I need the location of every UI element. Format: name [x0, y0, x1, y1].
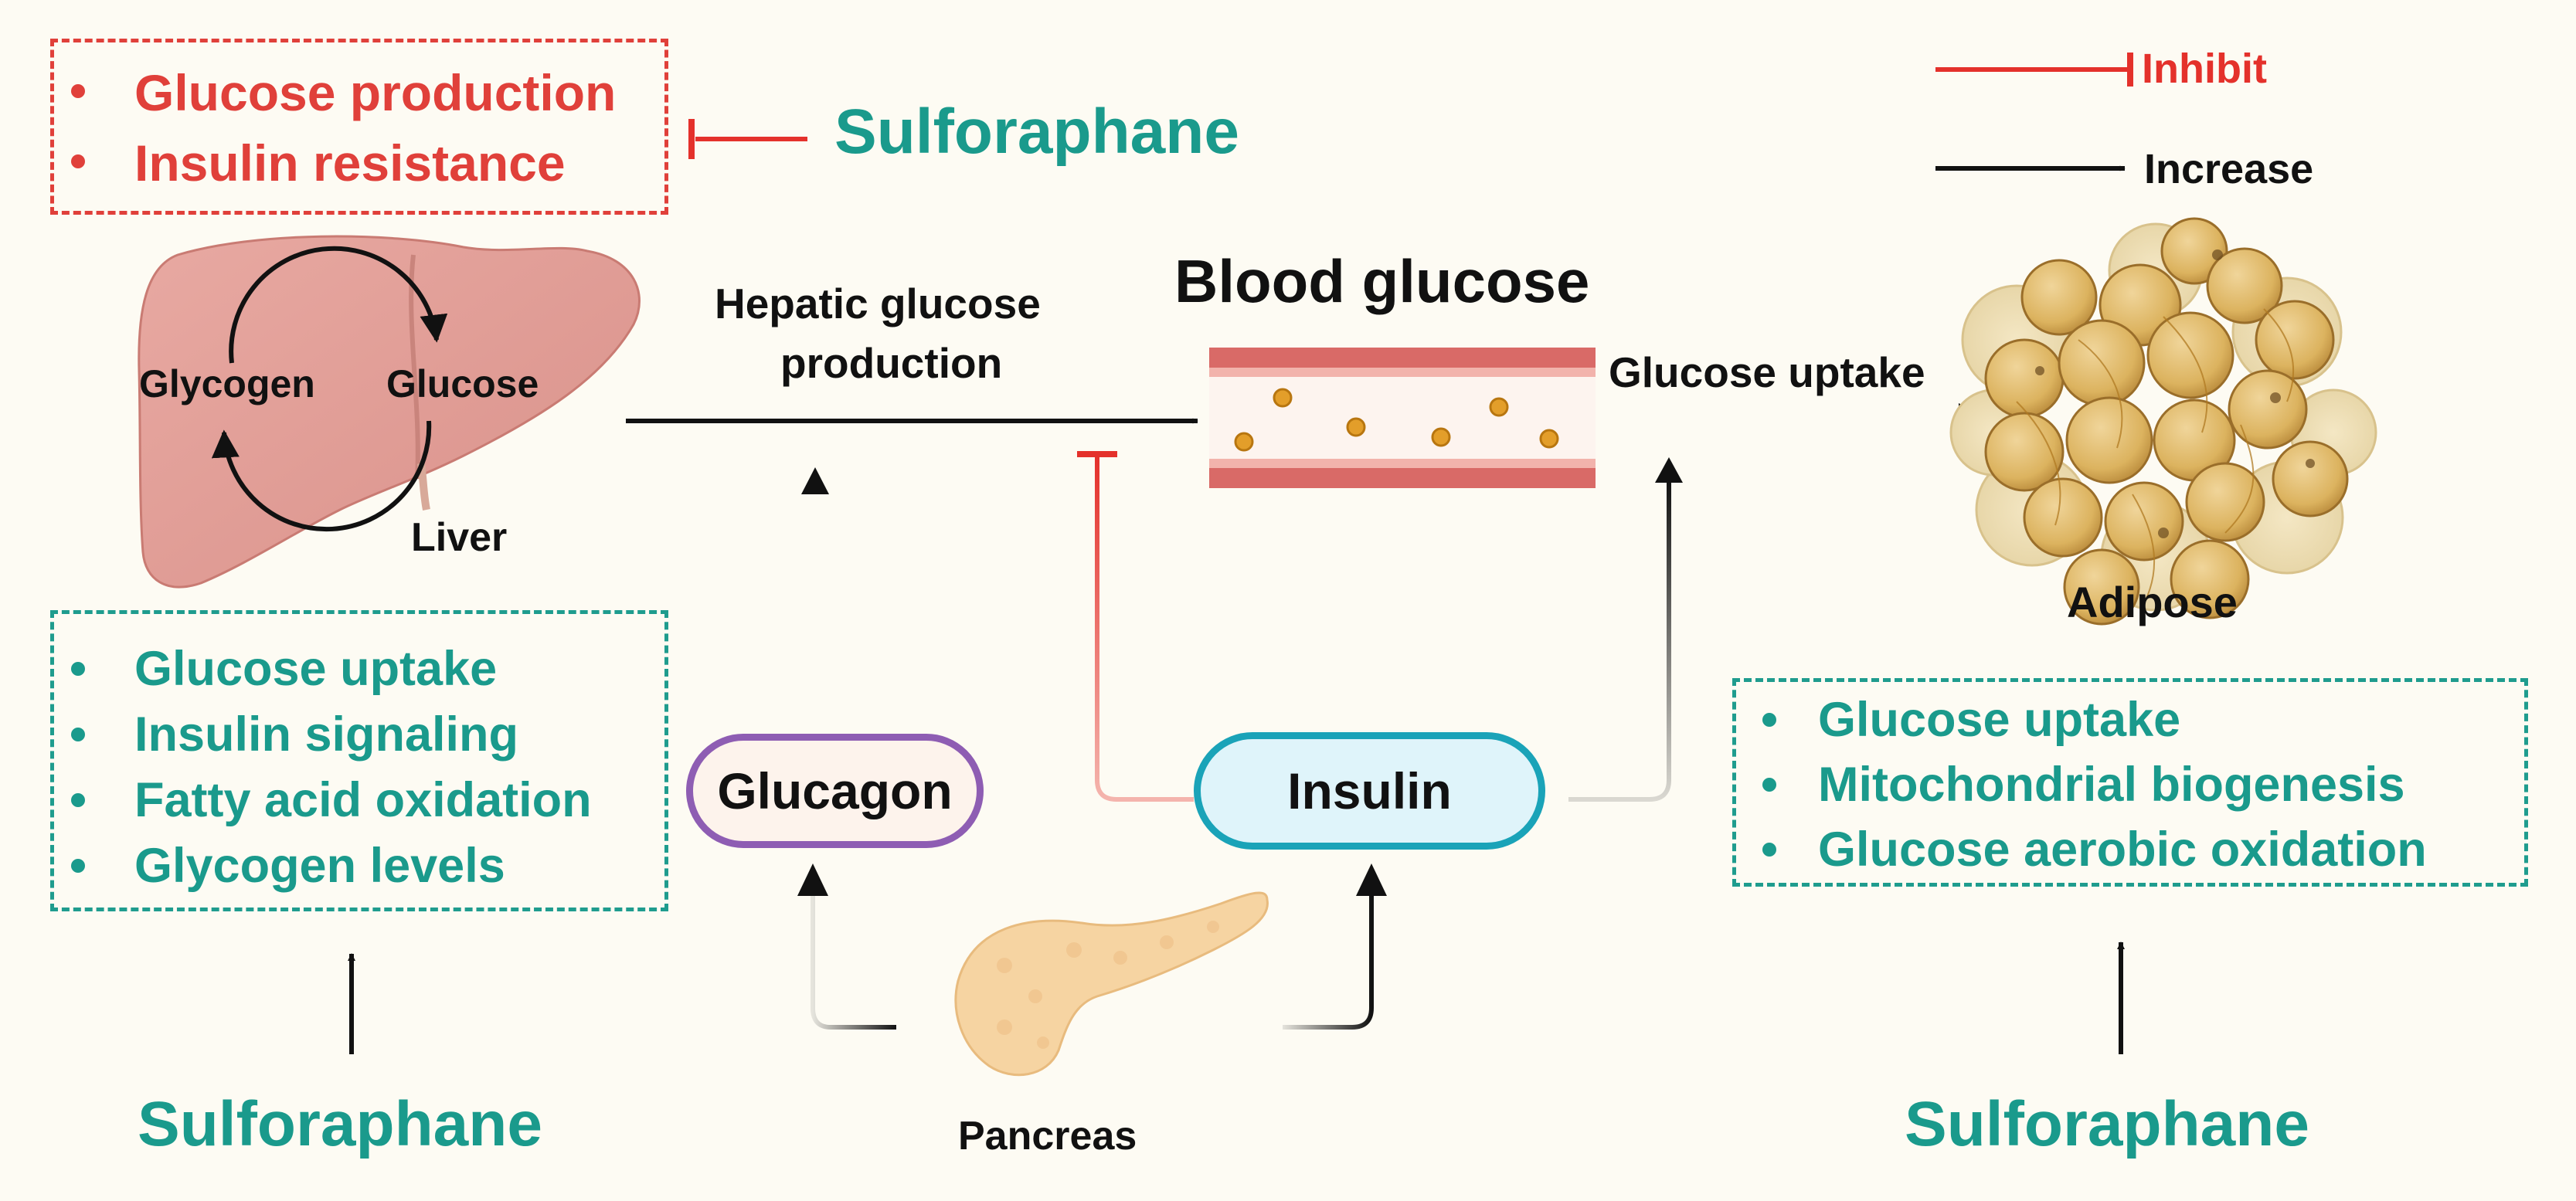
- pancreas-label: Pancreas: [958, 1114, 1137, 1159]
- list-item-text: Glucose production: [134, 64, 617, 121]
- glucose-uptake-label: Glucose uptake: [1609, 348, 1925, 396]
- list-item: Fatty acid oxidation: [54, 776, 592, 825]
- list-item: Insulin signaling: [54, 711, 518, 759]
- pancreas-insulin-arrowhead: [1356, 863, 1387, 896]
- insulin-uptake-arrowhead: [1655, 457, 1683, 483]
- list-item: Glucose production: [54, 67, 616, 118]
- sulforaphane-inhibit-symbol: [688, 119, 807, 159]
- legend-increase-label: Increase: [2144, 146, 2314, 192]
- list-item-text: Mitochondrial biogenesis: [1818, 758, 2405, 812]
- liver-enhanced-box: Glucose uptake Insulin signaling Fatty a…: [50, 610, 668, 911]
- hepatic-label-line1: Hepatic glucose: [715, 280, 1041, 327]
- glucagon-pill: Glucagon: [686, 734, 984, 848]
- legend-inhibit-symbol: [1935, 53, 2133, 87]
- pancreas-to-insulin-path: [1283, 880, 1374, 1030]
- list-item: Insulin resistance: [54, 137, 566, 188]
- sulforaphane-bottom-left-label: Sulforaphane: [138, 1089, 542, 1159]
- list-item: Glucose uptake: [54, 645, 497, 694]
- adipose-label: Adipose: [2067, 578, 2238, 626]
- liver-illustration: [138, 235, 641, 589]
- list-item: Glucose aerobic oxidation: [1736, 826, 2427, 874]
- pancreas-glucagon-arrowhead: [797, 863, 828, 896]
- legend-inhibit-label: Inhibit: [2142, 46, 2267, 92]
- list-item-text: Glucose uptake: [1818, 693, 2181, 747]
- list-item-text: Insulin signaling: [134, 707, 519, 762]
- glucose-label: Glucose: [386, 362, 539, 405]
- liver-label: Liver: [411, 515, 508, 560]
- adipose-illustration: [1949, 217, 2377, 626]
- blood-glucose-title: Blood glucose: [1174, 247, 1590, 315]
- list-item-text: Glucose uptake: [134, 642, 498, 696]
- list-item-text: Fatty acid oxidation: [134, 773, 592, 827]
- list-item-text: Glucose aerobic oxidation: [1818, 823, 2427, 877]
- hepatic-label-line2: production: [780, 339, 1003, 387]
- list-item: Glucose uptake: [1736, 696, 2180, 745]
- list-item: Mitochondrial biogenesis: [1736, 761, 2405, 809]
- list-item-text: Insulin resistance: [134, 134, 566, 192]
- pancreas-illustration: [954, 891, 1269, 1077]
- blood-vessel: [1209, 348, 1596, 488]
- glycogen-label: Glycogen: [139, 362, 315, 405]
- list-item-text: Glycogen levels: [134, 839, 505, 893]
- insulin-to-uptake-path: [1568, 479, 1671, 802]
- sulforaphane-bottom-right-label: Sulforaphane: [1905, 1089, 2309, 1159]
- liver-inhibited-box: Glucose production Insulin resistance: [50, 39, 668, 215]
- adipose-enhanced-box: Glucose uptake Mitochondrial biogenesis …: [1732, 678, 2528, 887]
- glucagon-arrowhead: [801, 467, 829, 494]
- pancreas-to-glucagon-path: [811, 880, 896, 1030]
- insulin-pill: Insulin: [1194, 732, 1545, 850]
- sulforaphane-top-label: Sulforaphane: [834, 97, 1239, 167]
- list-item: Glycogen levels: [54, 842, 505, 891]
- insulin-inhibit-path: [1077, 451, 1194, 802]
